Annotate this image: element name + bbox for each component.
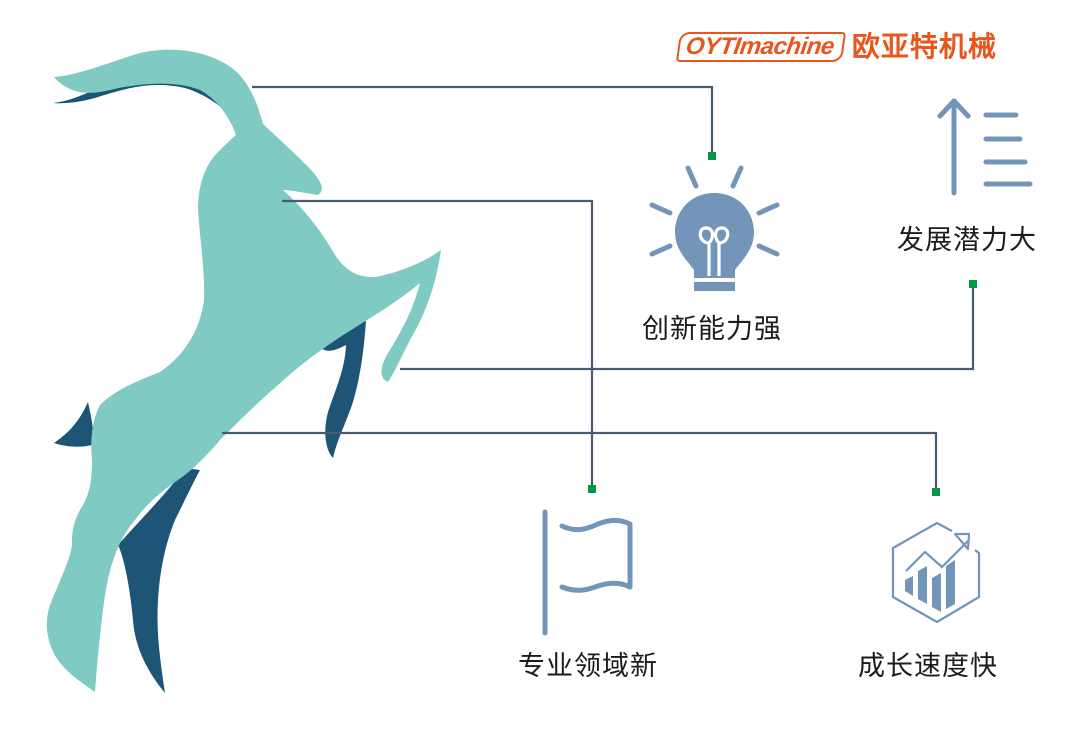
connector-innovation	[252, 85, 714, 153]
goat-body	[46, 49, 441, 692]
goat-illustration	[46, 49, 441, 693]
logo-chinese: 欧亚特机械	[851, 30, 997, 63]
label-domain: 专业领域新	[518, 651, 658, 682]
goat-far-front-leg	[318, 321, 366, 458]
node-innovation	[708, 152, 716, 160]
goat-far-hind-leg	[118, 468, 200, 693]
logo-english: OYTImachine	[675, 32, 846, 62]
label-growth: 成长速度快	[858, 651, 998, 682]
connector-nodes	[588, 152, 977, 496]
arrow-up-list-icon	[937, 98, 1033, 196]
node-growth	[932, 488, 940, 496]
node-potential	[969, 280, 977, 288]
brand-logo: OYTImachine 欧亚特机械	[675, 29, 997, 65]
connector-potential	[400, 286, 975, 371]
label-potential: 发展潜力大	[897, 225, 1037, 256]
node-domain	[588, 485, 596, 493]
goat-tail	[54, 402, 94, 447]
lightbulb-icon	[649, 165, 780, 291]
connector-lines	[222, 85, 975, 489]
connector-growth	[222, 431, 938, 489]
flag-icon	[542, 509, 633, 636]
hexagon-chart-icon	[891, 521, 981, 624]
label-innovation: 创新能力强	[642, 314, 782, 345]
connector-domain	[282, 199, 594, 486]
